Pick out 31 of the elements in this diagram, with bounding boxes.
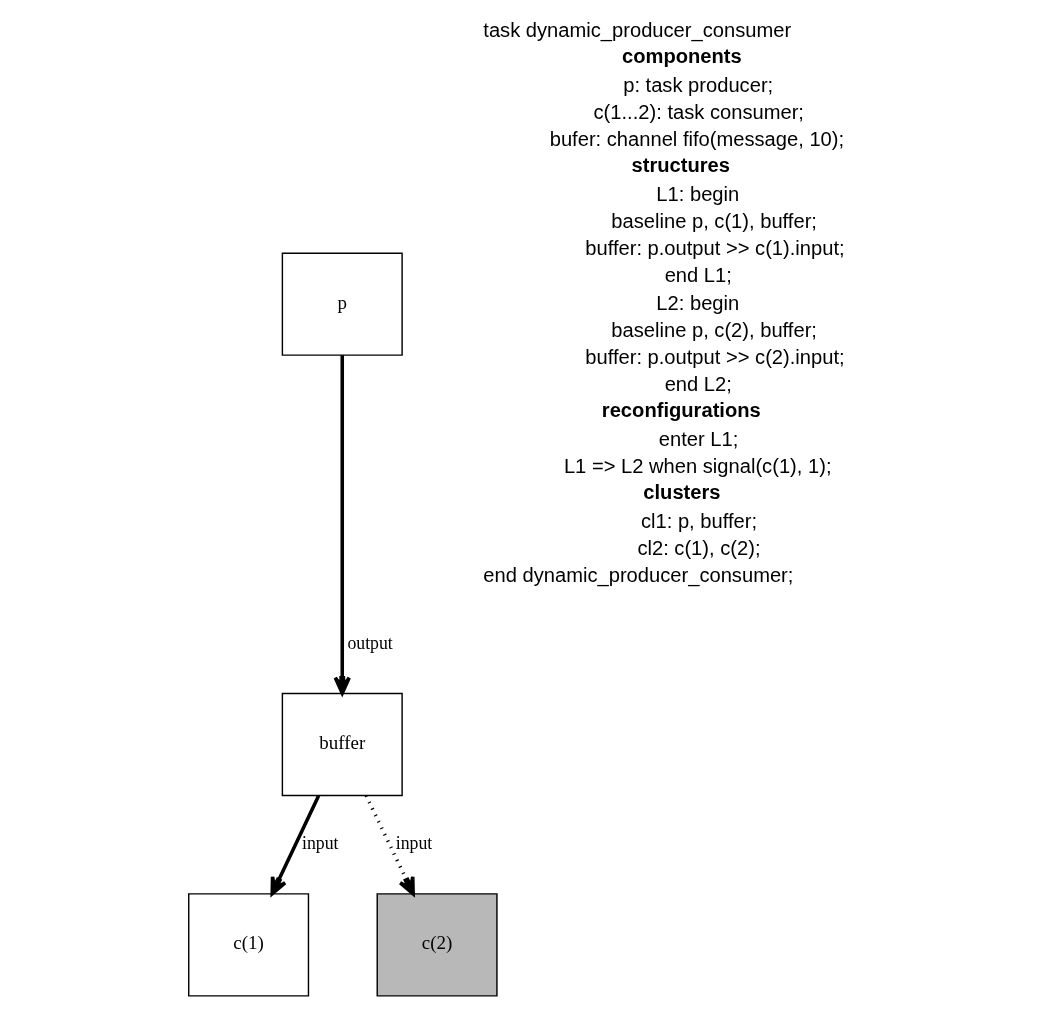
arrow	[364, 794, 415, 896]
label: c(1...2): task consumer;	[593, 100, 804, 123]
label: L1: begin	[656, 182, 740, 205]
label: L2: begin	[656, 291, 740, 314]
label: clusters	[643, 481, 721, 504]
node-box: c(1)	[188, 893, 310, 997]
node-box: buffer	[281, 692, 403, 797]
arrow	[270, 794, 321, 896]
label: structures	[631, 154, 730, 177]
edge-label: output	[347, 632, 393, 653]
label: components	[622, 45, 742, 68]
arrow	[333, 355, 351, 696]
edge-label: input	[395, 832, 433, 853]
label: p: task producer;	[623, 73, 774, 96]
label: bufer: channel fifo(message, 10);	[549, 128, 845, 151]
label: end L1;	[664, 264, 732, 287]
label: end dynamic_producer_consumer;	[483, 564, 794, 587]
node-box: p	[281, 252, 403, 356]
label: task dynamic_producer_consumer	[483, 18, 792, 41]
label: baseline p, c(2), buffer;	[611, 318, 817, 341]
label: baseline p, c(1), buffer;	[611, 209, 817, 232]
label: buffer: p.output >> c(1).input;	[585, 237, 845, 260]
label: end L2;	[664, 373, 732, 396]
label: cl1: p, buffer;	[640, 509, 758, 532]
edge-label: input	[302, 832, 339, 853]
label: cl2: c(1), c(2);	[637, 537, 761, 559]
label: buffer: p.output >> c(2).input;	[585, 346, 845, 369]
label: L1 => L2 when signal(c(1), 1);	[563, 455, 832, 478]
label: enter L1;	[658, 427, 739, 450]
node-box: c(2)	[376, 893, 498, 997]
label: reconfigurations	[601, 399, 761, 422]
